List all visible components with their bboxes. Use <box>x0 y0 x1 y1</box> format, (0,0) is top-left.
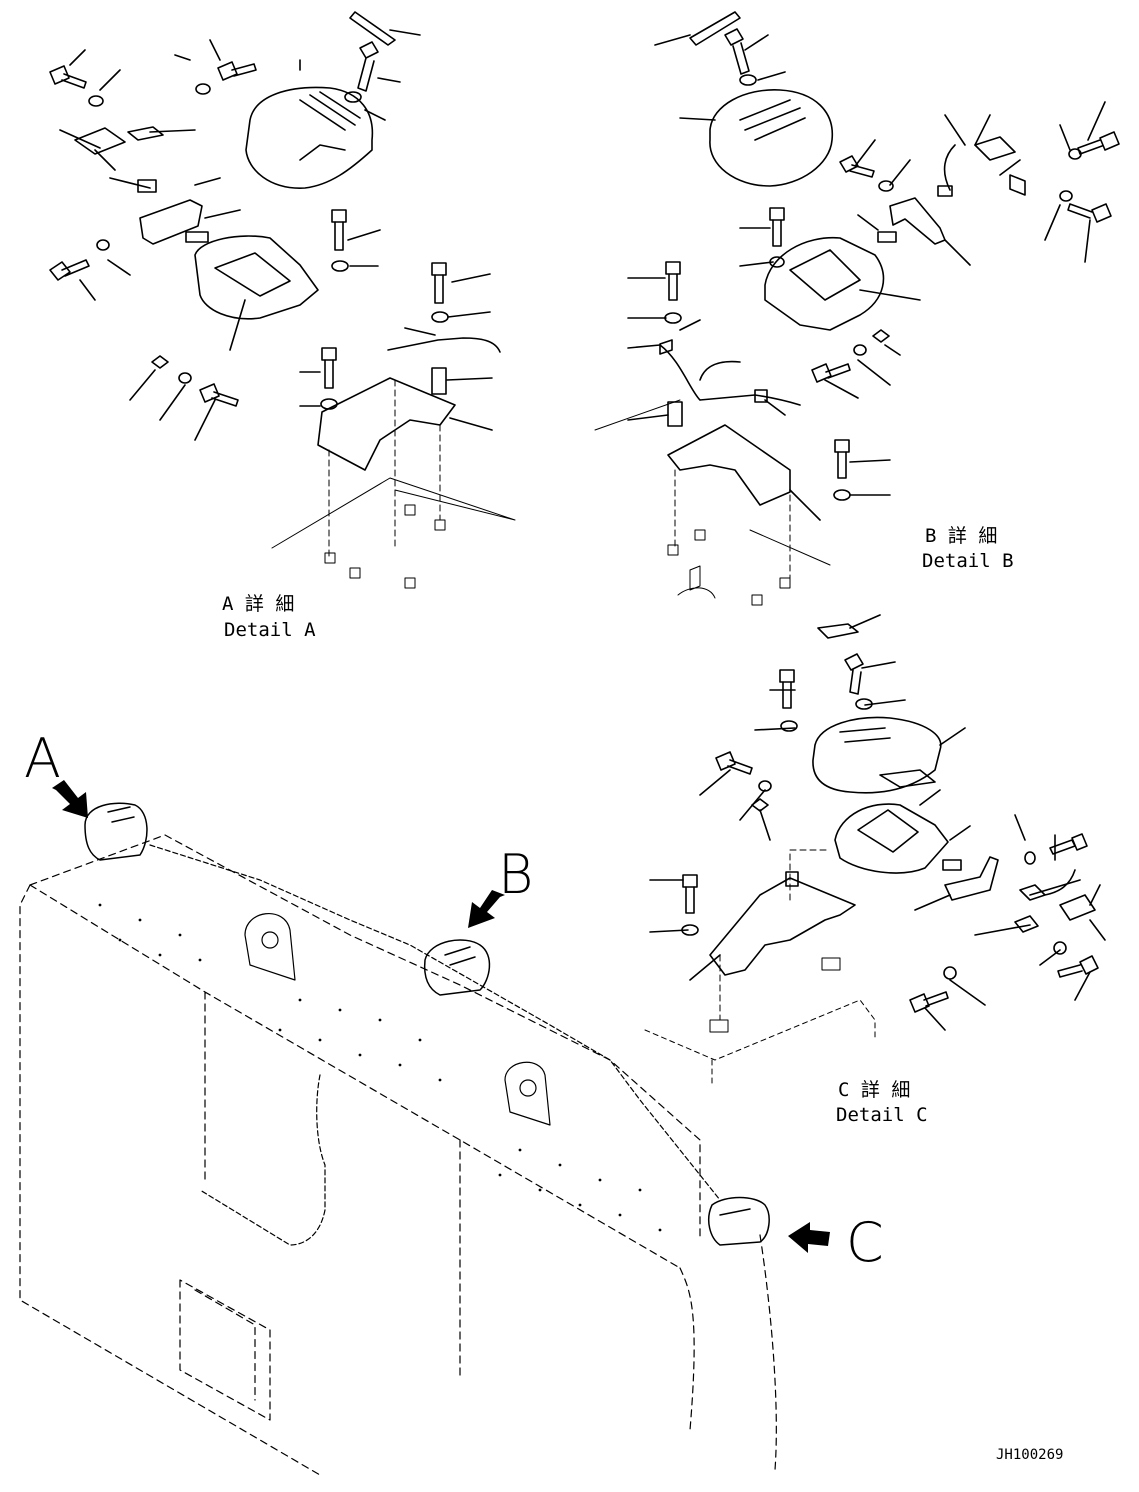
detail-b-assembly <box>594 11 1120 606</box>
detail-a-title-en: Detail A <box>224 619 316 641</box>
view-letter-a: A <box>24 727 61 790</box>
detail-b-title-jp: B 詳 細 <box>925 525 998 547</box>
view-letter-b: B <box>498 843 534 906</box>
detail-c-title-en: Detail C <box>836 1104 928 1126</box>
drawing-number: JH100269 <box>996 1447 1064 1463</box>
detail-b-title-en: Detail B <box>922 550 1014 572</box>
view-letter-c: C <box>846 1211 884 1274</box>
detail-a-title-jp: A 詳 細 <box>222 593 295 615</box>
detail-a-assembly <box>49 11 516 589</box>
detail-c-title-jp: C 詳 細 <box>838 1079 911 1101</box>
detail-c-assembly <box>644 614 1106 1086</box>
main-radiator-view <box>19 780 830 1476</box>
